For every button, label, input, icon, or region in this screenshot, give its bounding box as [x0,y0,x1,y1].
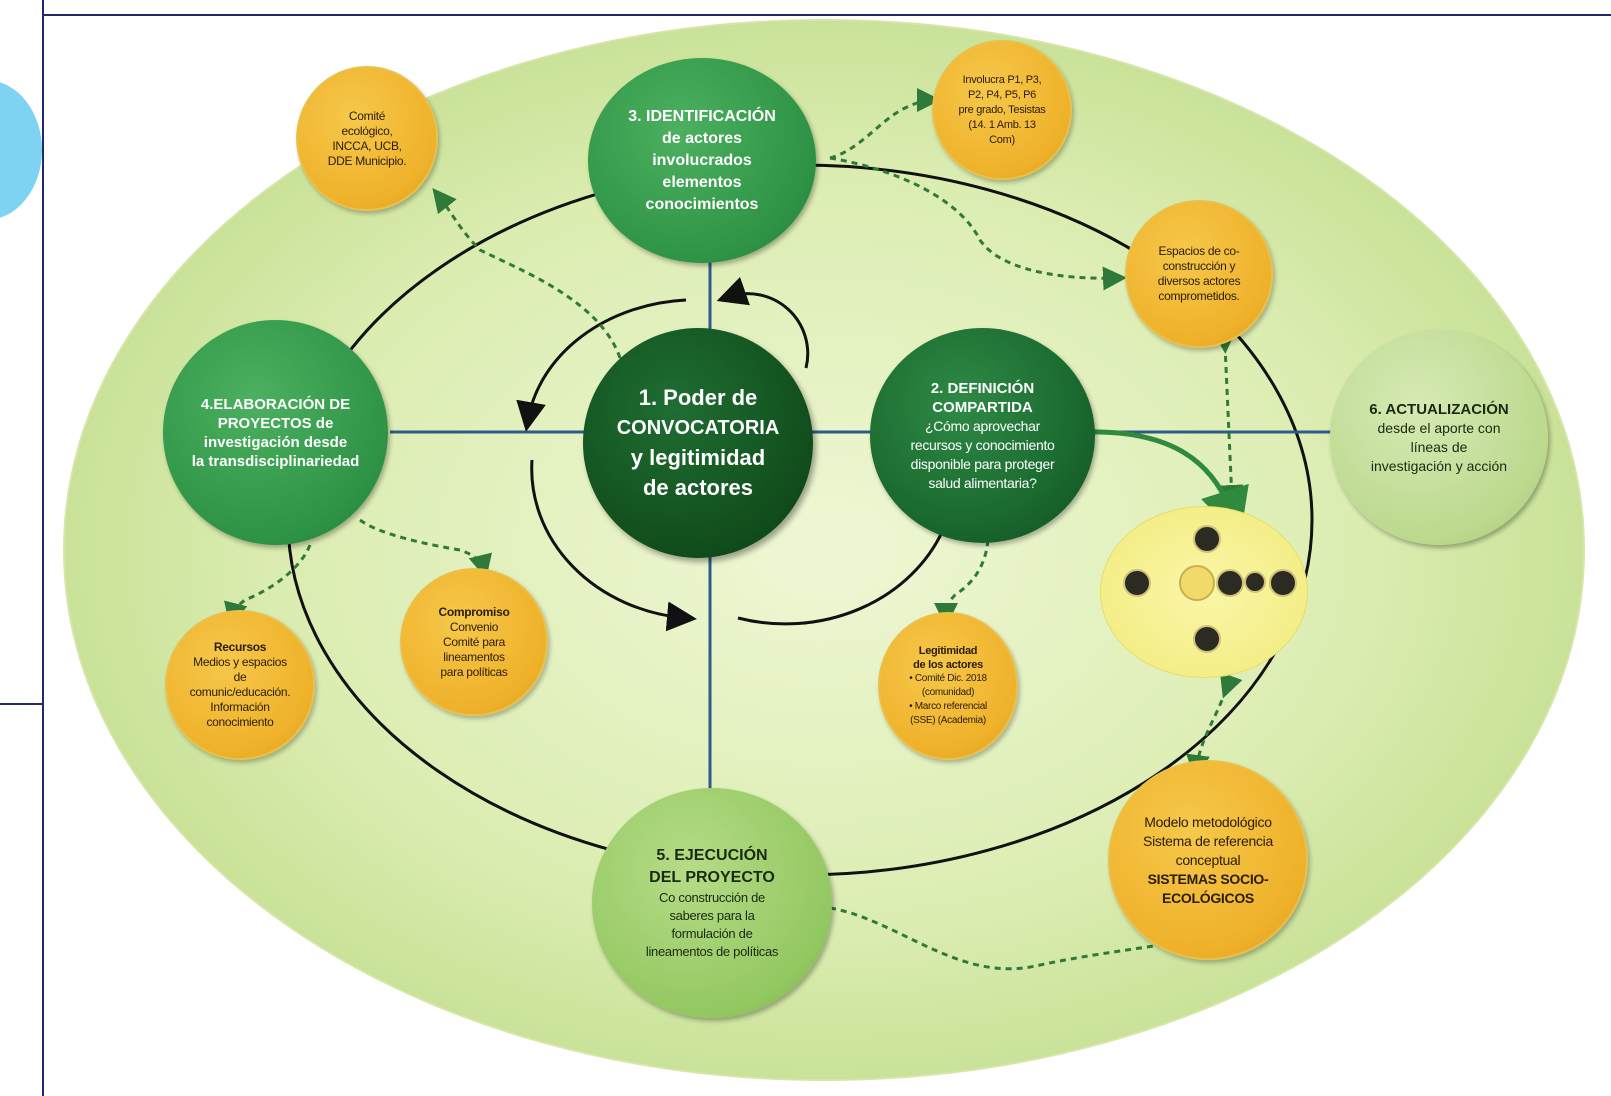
step5-title: 5. EJECUCIÓN DEL PROYECTO [649,847,775,886]
mini-node-bottom [1193,625,1221,653]
espacios-text: Espacios de co- construcción y diversos … [1157,244,1241,303]
mini-node-right-inner [1216,569,1244,597]
inner-arrow-bottom-right [737,529,945,626]
step5-body: Co construcción de saberes para la formu… [645,890,779,959]
step4-title: 4.ELABORACIÓN DE PROYECTOS de investigac… [191,395,360,470]
bubble-legitimidad: Legitimidad de los actores • Comité Dic.… [878,612,1018,760]
dashed-arrow-involucra [829,88,941,160]
node-step4-elaboracion-proyectos: 4.ELABORACIÓN DE PROYECTOS de investigac… [163,320,388,545]
bubble-compromiso: Compromiso Convenio Comité para lineamen… [400,568,548,716]
center-line-1: 1. Poder de [638,385,758,410]
step2-body: ¿Cómo aprovechar recursos y conocimiento… [910,417,1055,491]
bubble-involucra: Involucra P1, P3, P2, P4, P5, P6 pre gra… [932,40,1072,180]
step6-title: 6. ACTUALIZACIÓN [1369,400,1509,418]
mini-node-top [1193,525,1221,553]
inner-arrow-top-right [716,276,810,369]
dashed-arrow-comite [432,187,622,359]
dashed-arrow-compromiso [359,518,492,579]
involucra-text: Involucra P1, P3, P2, P4, P5, P6 pre gra… [958,73,1046,146]
inner-arrow-bottom-left [530,459,697,632]
node-step2-definicion-compartida: 2. DEFINICIÓN COMPARTIDA ¿Cómo aprovecha… [870,328,1095,543]
recursos-title: Recursos [213,640,267,654]
mini-node-center [1179,565,1215,601]
frame-left-border [42,0,44,1096]
center-line-2: CONVOCATORIA [616,417,780,439]
dashed-arrow-modelo [829,906,1214,971]
node-step3-identificacion: 3. IDENTIFICACIÓN de actores involucrado… [588,58,816,263]
legitimidad-title: Legitimidad de los actores [913,645,983,671]
node-step5-ejecucion: 5. EJECUCIÓN DEL PROYECTO Co construcció… [592,788,832,1018]
legitimidad-text: • Comité Dic. 2018 (comunidad) • Marco r… [909,673,987,726]
mini-node-left [1123,569,1151,597]
mini-node-right-mid [1244,571,1266,593]
step3-title: 3. IDENTIFICACIÓN [628,107,776,125]
dashed-arrow-espacios-to-mini [1212,329,1244,509]
inner-arrow-left [516,298,687,432]
bubble-comite: Comité ecológico, INCCA, UCB, DDE Munici… [296,66,438,211]
bubble-modelo-metodologico: Modelo metodológico Sistema de referenci… [1108,760,1308,960]
bubble-espacios: Espacios de co- construcción y diversos … [1125,200,1273,348]
compromiso-text: Convenio Comité para lineamentos para po… [440,619,508,679]
modelo-title: SISTEMAS SOCIO- ECOLÓGICOS [1147,870,1269,906]
center-line-3: y legitimidad [630,445,766,470]
recursos-text: Medios y espacios de comunic/educación. … [189,655,291,729]
mini-model-thumbnail [1100,506,1308,678]
dashed-arrow-legitimidad [934,539,990,627]
comite-text: Comité ecológico, INCCA, UCB, DDE Munici… [327,108,407,168]
bubble-recursos: Recursos Medios y espacios de comunic/ed… [165,610,315,760]
frame-top-border [42,14,1611,16]
side-panel-frame [0,0,44,705]
compromiso-title: Compromiso [438,604,510,619]
step2-title: 2. DEFINICIÓN COMPARTIDA [930,379,1035,416]
step3-body: de actores involucrados elementos conoci… [645,129,759,213]
mini-node-right [1269,569,1297,597]
node-step6-actualizacion: 6. ACTUALIZACIÓN desde el aporte con lín… [1330,330,1548,545]
green-arrow-to-mini-model [1084,429,1249,540]
dashed-arrow-espacios [829,156,1127,291]
step6-body: desde el aporte con líneas de investigac… [1370,419,1508,474]
center-line-4: de actores [642,475,754,500]
modelo-text: Modelo metodológico Sistema de referenci… [1143,813,1273,868]
node-center-poder-convocatoria: 1. Poder de CONVOCATORIA y legitimidad d… [583,328,813,558]
